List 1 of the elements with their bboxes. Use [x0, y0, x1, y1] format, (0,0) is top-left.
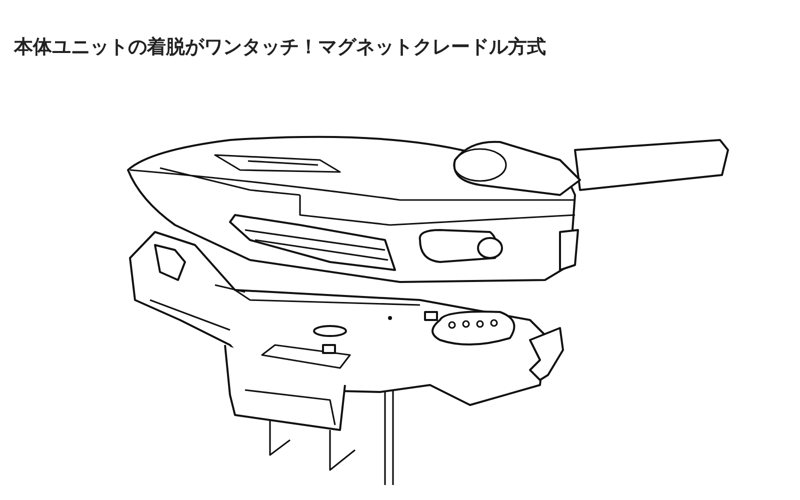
title: 本体ユニットの着脱がワンタッチ！マグネットクレードル方式: [14, 35, 546, 60]
